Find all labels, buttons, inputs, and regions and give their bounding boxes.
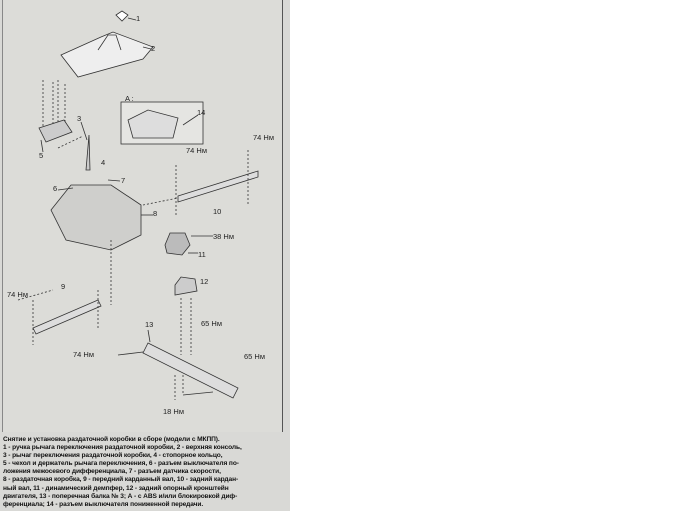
caption-line: Снятие и установка раздаточной коробки в… — [3, 436, 220, 443]
torque-38: 38 Нм — [213, 232, 234, 241]
shift-knob — [115, 10, 129, 22]
label-1: 1 — [136, 14, 141, 23]
caption-line: ложения межосевого дифференциала, 7 - ра… — [3, 468, 221, 476]
label-6: 6 — [53, 184, 58, 193]
caption-line: 8 - раздаточная коробка, 9 - передний ка… — [3, 476, 239, 484]
torque-74-rear-right: 74 Нм — [253, 133, 274, 142]
scanned-page: 1 2 A : 14 3 5 4 7 6 74 Нм 74 Нм 8 10 38… — [0, 0, 290, 511]
caption-line: 1 - ручка рычага переключения раздаточно… — [3, 444, 242, 452]
bolts — [42, 80, 84, 149]
upper-console — [60, 31, 154, 78]
torque-65-bracket: 65 Нм — [201, 319, 222, 328]
torque-74-rear-left: 74 Нм — [186, 146, 207, 155]
label-view-a: A : — [125, 94, 134, 103]
dynamic-damper — [164, 232, 191, 256]
label-12: 12 — [200, 277, 209, 286]
transfer-case — [50, 184, 142, 251]
label-8: 8 — [153, 209, 158, 218]
torque-74-front-bottom: 74 Нм — [73, 350, 94, 359]
torque-18: 18 Нм — [163, 407, 184, 416]
shift-lever — [85, 134, 91, 171]
blank-area — [290, 0, 688, 511]
torque-65-crossmember: 65 Нм — [244, 352, 265, 361]
rear-propshaft — [177, 170, 259, 203]
caption-line: ференциала; 14 - разъем выключателя пони… — [3, 500, 204, 508]
label-3: 3 — [77, 114, 82, 123]
torque-74-front-left: 74 Нм — [7, 290, 28, 299]
caption-line: 5 - чехол и держатель рычага переключени… — [3, 460, 239, 468]
shift-boot — [38, 119, 73, 143]
label-9: 9 — [61, 282, 66, 291]
label-11: 11 — [198, 250, 206, 259]
label-13: 13 — [145, 320, 154, 329]
label-4: 4 — [101, 158, 106, 167]
label-14: 14 — [197, 108, 206, 117]
label-7: 7 — [121, 176, 126, 185]
label-5: 5 — [39, 151, 44, 160]
label-10: 10 — [213, 207, 222, 216]
figure-caption: Снятие и установка раздаточной коробки в… — [3, 436, 285, 509]
caption-line: 3 - рычаг переключения раздаточной короб… — [3, 452, 223, 460]
front-propshaft — [32, 299, 102, 335]
label-2: 2 — [151, 44, 156, 53]
engine-mount-bracket — [174, 276, 198, 296]
crossmember — [142, 342, 239, 399]
exploded-diagram — [17, 10, 259, 400]
diagram-frame: 1 2 A : 14 3 5 4 7 6 74 Нм 74 Нм 8 10 38… — [2, 0, 283, 432]
caption-line: двигателя, 13 - поперечная балка № 3; А … — [3, 492, 238, 500]
caption-line: ный вал, 11 - динамический демпфер, 12 -… — [3, 484, 229, 492]
